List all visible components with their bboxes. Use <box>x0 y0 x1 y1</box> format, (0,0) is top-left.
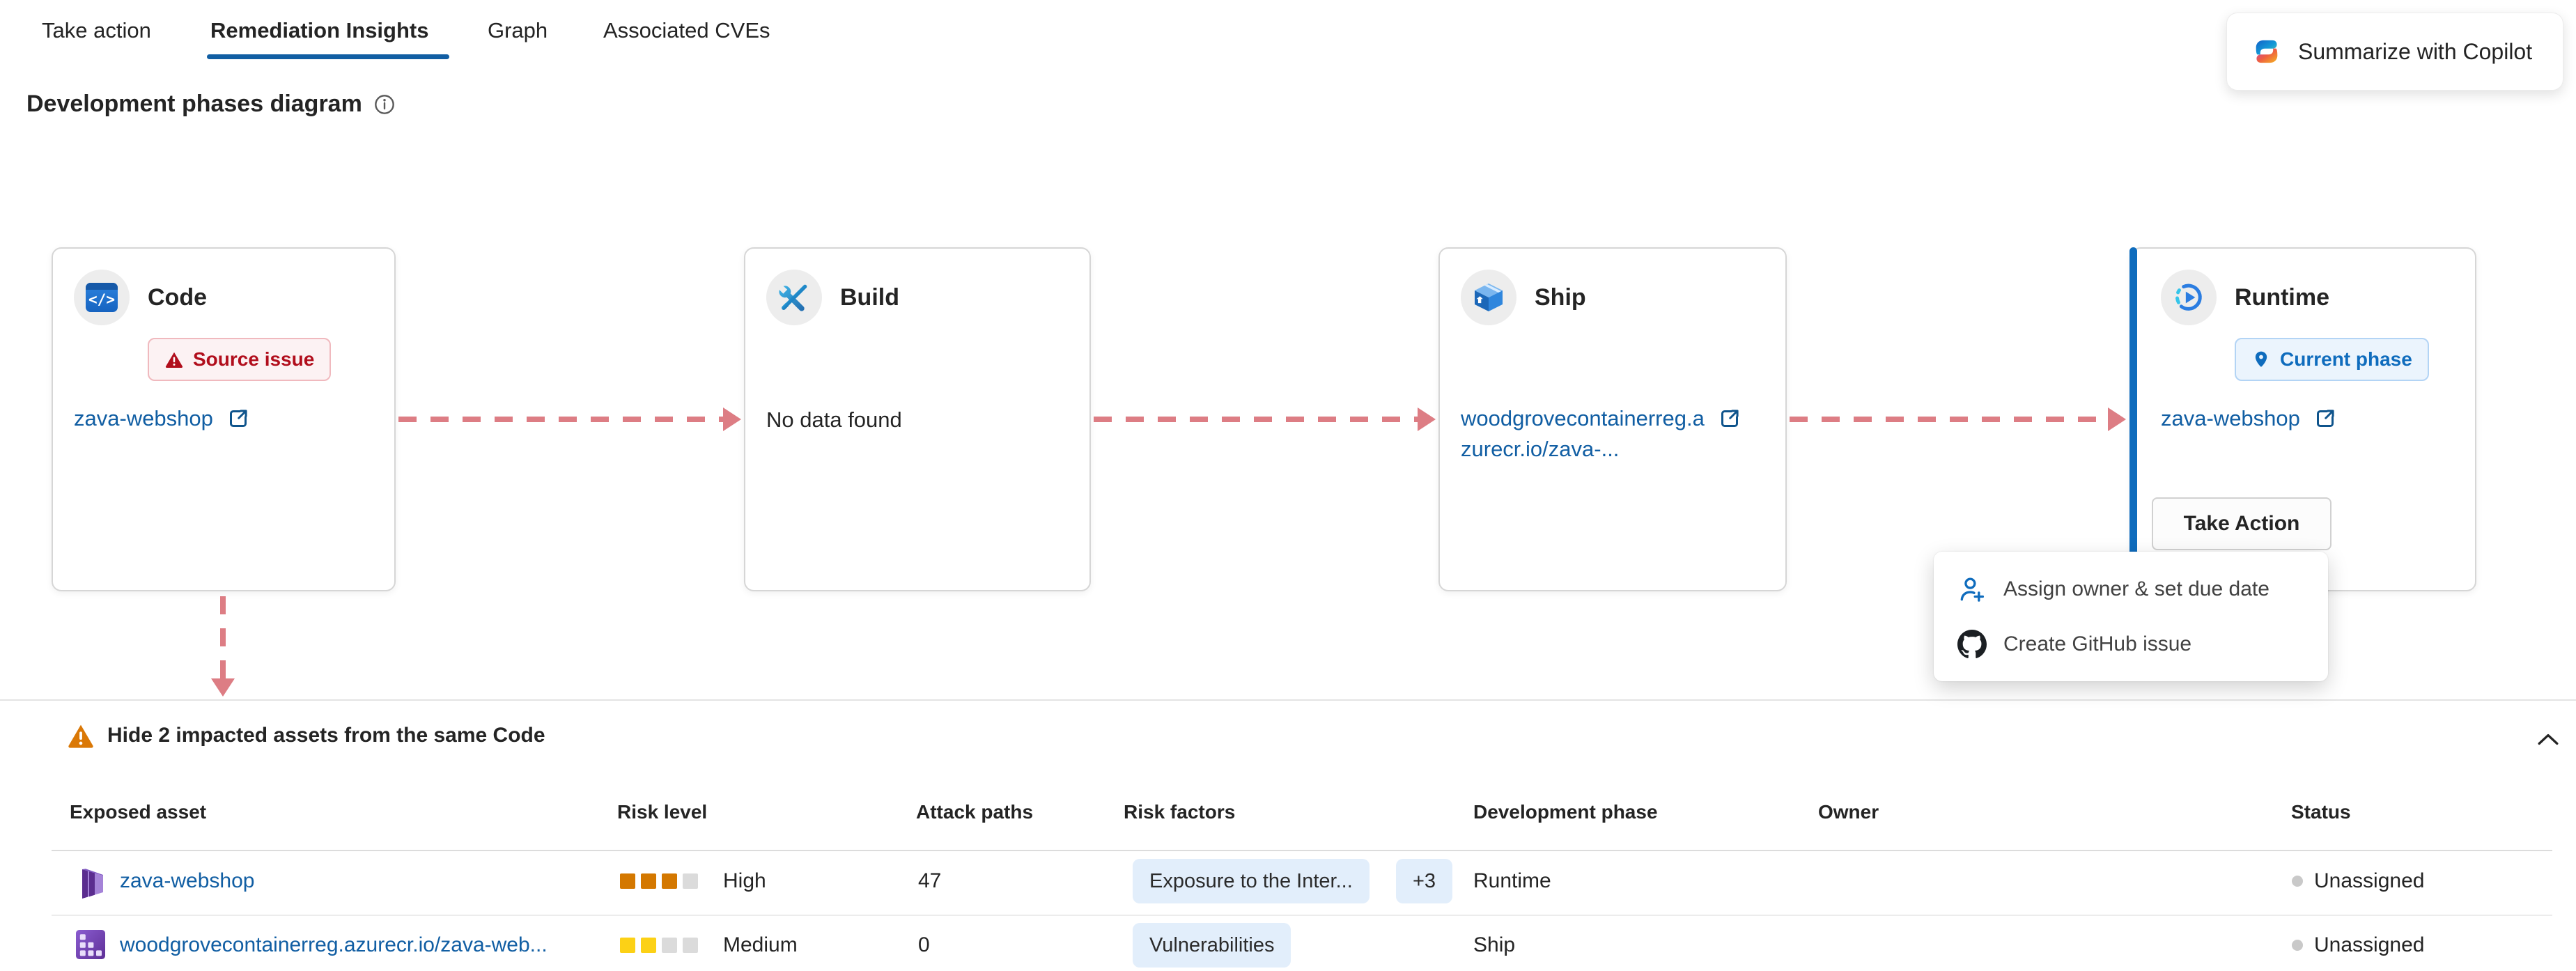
risk-factor-pill[interactable]: Vulnerabilities <box>1133 923 1291 968</box>
risk-level-label: High <box>723 869 766 892</box>
asset-link: woodgrovecontainerreg.azurecr.io/zava-we… <box>120 933 548 956</box>
status-value: Unassigned <box>2314 869 2425 892</box>
arrowhead-build <box>723 407 741 431</box>
source-issue-badge: Source issue <box>148 338 332 381</box>
web-app-icon <box>74 865 107 902</box>
copilot-button-label: Summarize with Copilot <box>2298 38 2533 64</box>
status-value: Unassigned <box>2314 933 2425 956</box>
risk-factor-overflow-pill[interactable]: +3 <box>1396 859 1453 903</box>
phase-title: Runtime <box>2235 283 2329 311</box>
runtime-asset-link[interactable]: zava-webshop <box>2161 406 2300 430</box>
current-phase-badge-label: Current phase <box>2280 348 2412 370</box>
phase-card-runtime: Runtime Current phase zava-webshop Take … <box>2129 247 2476 591</box>
tab-graph[interactable]: Graph <box>488 18 548 42</box>
status-dot <box>2292 876 2303 887</box>
development-phase-value: Runtime <box>1473 869 1551 892</box>
col-header-risk-level[interactable]: Risk level <box>617 801 708 823</box>
arrowhead-ship <box>1418 407 1436 431</box>
active-tab-underline <box>207 54 449 59</box>
col-header-risk-factors[interactable]: Risk factors <box>1124 801 1236 823</box>
page-title: Development phases diagram <box>26 91 396 118</box>
col-header-owner[interactable]: Owner <box>1818 801 1879 823</box>
menu-item-label: Assign owner & set due date <box>2003 577 2269 600</box>
row-divider <box>52 915 2552 916</box>
col-header-attack-paths[interactable]: Attack paths <box>916 801 1034 823</box>
phase-title: Code <box>148 283 207 311</box>
take-action-menu: Assign owner & set due date Create GitHu… <box>1934 552 2328 681</box>
container-registry-icon <box>74 928 107 965</box>
risk-level-meter <box>620 873 698 889</box>
table-header-divider <box>52 850 2552 851</box>
phase-title: Build <box>840 283 899 311</box>
section-divider <box>0 699 2576 701</box>
risk-level-label: Medium <box>723 933 798 956</box>
info-icon[interactable] <box>373 93 396 116</box>
take-action-button[interactable]: Take Action <box>2152 497 2331 550</box>
external-link-icon[interactable] <box>1717 406 1742 431</box>
col-header-status[interactable]: Status <box>2291 801 2351 823</box>
github-icon <box>1957 629 1987 659</box>
development-phase-value: Ship <box>1473 933 1516 956</box>
tab-remediation-insights[interactable]: Remediation Insights <box>210 18 429 42</box>
col-header-development-phase[interactable]: Development phase <box>1473 801 1658 823</box>
menu-item-create-github-issue[interactable]: Create GitHub issue <box>1934 616 2328 671</box>
person-add-icon <box>1957 575 1987 604</box>
menu-item-label: Create GitHub issue <box>2003 632 2192 655</box>
no-data-text: No data found <box>766 407 902 432</box>
warning-triangle-icon <box>67 722 95 749</box>
risk-factor-pill[interactable]: Exposure to the Inter... <box>1133 859 1370 903</box>
location-pin-icon <box>2251 350 2271 369</box>
menu-item-assign-owner[interactable]: Assign owner & set due date <box>1934 561 2328 616</box>
arrow-ship-to-runtime <box>1790 417 2109 422</box>
col-header-exposed-asset[interactable]: Exposed asset <box>70 801 207 823</box>
attack-paths-value: 0 <box>918 933 930 956</box>
source-issue-badge-label: Source issue <box>193 348 315 370</box>
code-phase-icon: </> <box>74 270 130 325</box>
asset-link: zava-webshop <box>120 869 255 892</box>
warning-triangle-icon <box>164 350 184 369</box>
build-phase-icon <box>766 270 822 325</box>
arrowhead-assets <box>211 678 235 697</box>
arrow-code-to-assets <box>220 596 226 678</box>
risk-level-meter <box>620 938 698 953</box>
page-title-text: Development phases diagram <box>26 91 362 117</box>
arrowhead-runtime <box>2108 407 2126 431</box>
ship-phase-icon <box>1461 270 1516 325</box>
phase-card-code: </> Code Source issue zava-webshop <box>52 247 396 591</box>
current-phase-badge: Current phase <box>2235 338 2429 381</box>
external-link-icon[interactable] <box>2313 406 2338 431</box>
arrow-code-to-build <box>398 417 724 422</box>
tab-take-action[interactable]: Take action <box>42 18 151 42</box>
impacted-assets-header[interactable]: Hide 2 impacted assets from the same Cod… <box>67 722 545 749</box>
impacted-assets-header-label: Hide 2 impacted assets from the same Cod… <box>107 724 545 747</box>
code-asset-link[interactable]: zava-webshop <box>74 406 213 430</box>
ship-asset-link[interactable]: woodgrovecontainerreg.a zurecr.io/zava-.… <box>1461 406 1705 461</box>
arrow-build-to-ship <box>1094 417 1418 422</box>
tab-associated-cves[interactable]: Associated CVEs <box>603 18 770 42</box>
copilot-icon <box>2251 36 2283 68</box>
status-dot <box>2292 940 2303 951</box>
external-link-icon[interactable] <box>226 406 251 431</box>
phase-title: Ship <box>1535 283 1586 311</box>
phase-card-ship: Ship woodgrovecontainerreg.a zurecr.io/z… <box>1438 247 1787 591</box>
collapse-chevron-icon[interactable] <box>2533 724 2563 759</box>
phase-card-build: Build No data found <box>744 247 1091 591</box>
attack-paths-value: 47 <box>918 869 942 892</box>
summarize-with-copilot-button[interactable]: Summarize with Copilot <box>2226 13 2563 91</box>
runtime-phase-icon <box>2161 270 2217 325</box>
